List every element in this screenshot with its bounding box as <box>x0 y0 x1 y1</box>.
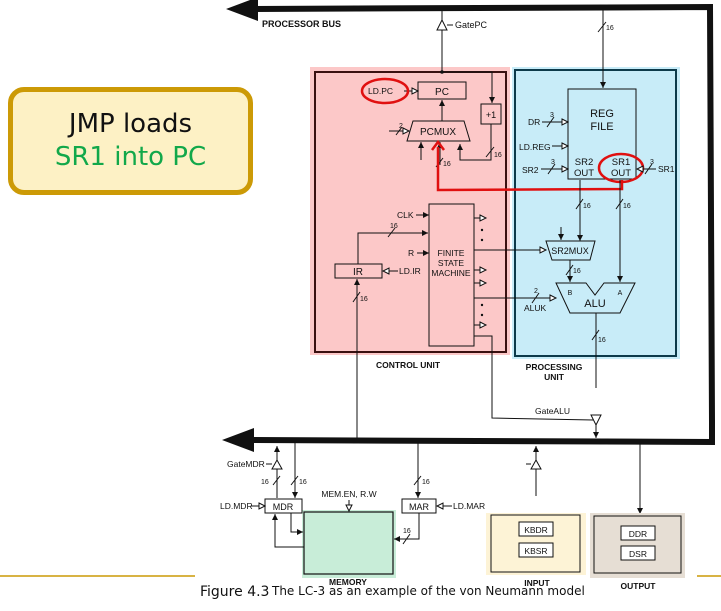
pc-label: PC <box>435 87 449 98</box>
output-label: OUTPUT <box>621 581 657 591</box>
pcmux-select-width: 2 <box>399 123 403 130</box>
memory-label: MEMORY <box>329 577 367 587</box>
jmp-highlight-path <box>436 147 624 192</box>
regfile-label-line1: REG <box>590 108 614 120</box>
kbsr-register <box>518 542 554 558</box>
sr1out-label-line1: SR1 <box>612 157 630 168</box>
register-file <box>567 88 637 180</box>
gate-alu-tristate <box>590 414 602 427</box>
memory-region <box>302 510 396 578</box>
fsm-label-line3: MACHINE <box>431 268 471 278</box>
alu-b-label: B <box>568 290 573 297</box>
width-label: 16 <box>390 223 398 230</box>
mar-label: MAR <box>409 502 430 512</box>
sr2mux <box>545 240 596 261</box>
width-label: 16 <box>261 479 269 486</box>
sr2-label: SR2 <box>522 165 539 175</box>
sr2out-label-line2: OUT <box>574 168 594 179</box>
control-unit-region <box>310 67 510 355</box>
gate-input-tristate <box>530 458 542 470</box>
mdr-label: MDR <box>273 502 294 512</box>
sr2mux-label: SR2MUX <box>551 246 589 256</box>
finite-state-machine <box>428 203 475 347</box>
gate-mdr-label: GateMDR <box>227 459 265 469</box>
fsm-label-line2: STATE <box>438 258 464 268</box>
ld-reg-label: LD.REG <box>519 142 551 152</box>
width-label: 16 <box>494 152 502 159</box>
ld-ir-label: LD.IR <box>399 266 421 276</box>
gate-pc-label: GatePC <box>455 20 488 30</box>
width-label: 16 <box>623 203 631 210</box>
r-label: R <box>408 248 414 258</box>
regfile-label-line2: FILE <box>590 121 613 133</box>
width-label: 16 <box>299 479 307 486</box>
jmp-callout-box: JMP loads SR1 into PC <box>8 87 253 195</box>
pcmux-label: PCMUX <box>420 127 456 138</box>
kbdr-label: KBDR <box>524 525 548 535</box>
fsm-control-outputs <box>474 214 488 329</box>
control-unit-label: CONTROL UNIT <box>376 360 441 370</box>
input-label: INPUT <box>524 578 550 588</box>
callout-line1: JMP loads <box>68 109 193 139</box>
sr1out-label-line2: OUT <box>611 168 631 179</box>
processor-bus-label: PROCESSOR BUS <box>262 19 341 29</box>
alu-label: ALU <box>584 298 605 310</box>
width-label: 16 <box>360 296 368 303</box>
dr-label: DR <box>528 117 540 127</box>
kbsr-label: KBSR <box>524 546 547 556</box>
increment-label: +1 <box>486 110 496 120</box>
sr2-width: 3 <box>551 159 555 166</box>
kbdr-register <box>518 521 554 537</box>
alu-a-label: A <box>618 290 623 297</box>
processor-bus-top <box>249 3 715 423</box>
width-label: 16 <box>573 268 581 275</box>
width-label: 16 <box>403 528 411 535</box>
input-box <box>490 514 581 573</box>
processor-bus-bottom <box>244 420 715 446</box>
gate-mdr-tristate <box>271 458 283 470</box>
width-label: 16 <box>598 337 606 344</box>
output-box <box>593 515 682 574</box>
figure-caption: The LC-3 as an example of the von Neuman… <box>272 584 585 598</box>
mem-en-rw-label: MEM.EN, R.W <box>321 489 376 499</box>
ld-pc-label: LD.PC <box>368 86 393 96</box>
sr2out-label-line1: SR2 <box>575 157 593 168</box>
figure-number: Figure 4.3 <box>200 584 270 600</box>
width-label: 16 <box>422 479 430 486</box>
dsr-label: DSR <box>629 549 647 559</box>
ir-label: IR <box>353 267 363 278</box>
processing-unit-label-line2: UNIT <box>544 372 565 382</box>
clk-label: CLK <box>397 210 414 220</box>
width-label: 16 <box>583 203 591 210</box>
callout-line2: SR1 into PC <box>54 142 207 172</box>
sr1-label: SR1 <box>658 164 675 174</box>
gate-pc-tristate <box>436 18 448 31</box>
width-label: 16 <box>443 161 451 168</box>
alu <box>555 282 636 314</box>
ddr-label: DDR <box>629 529 647 539</box>
sr1-width: 3 <box>650 159 654 166</box>
control-unit-box <box>314 71 507 353</box>
ld-pc-highlight-circle <box>360 77 410 105</box>
width-label: 16 <box>606 25 614 32</box>
processing-unit-label-line1: PROCESSING <box>526 362 583 372</box>
ld-mdr-label: LD.MDR <box>220 501 253 511</box>
aluk-width: 2 <box>534 288 538 295</box>
dr-width: 3 <box>550 112 554 119</box>
fsm-label-line1: FINITE <box>438 248 465 258</box>
dsr-register <box>620 545 656 561</box>
aluk-label: ALUK <box>524 303 547 313</box>
processor-bus-bottom-arrowhead <box>222 428 254 452</box>
gate-alu-label: GateALU <box>535 406 570 416</box>
processor-bus-top-arrowhead <box>226 0 258 21</box>
ld-mar-label: LD.MAR <box>453 501 485 511</box>
ddr-register <box>620 525 656 541</box>
